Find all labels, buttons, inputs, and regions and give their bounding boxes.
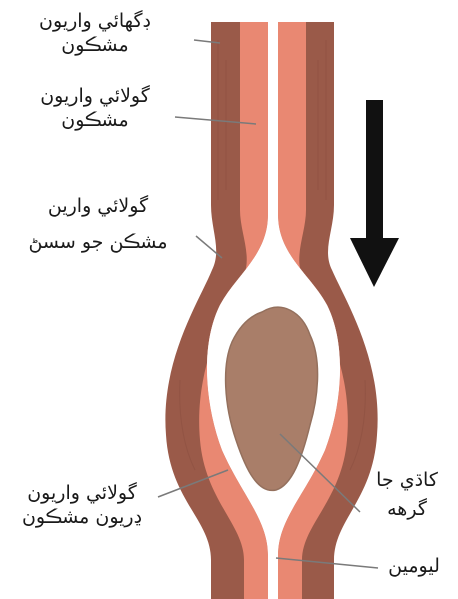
label-circular-relaxed-line2: ڍريون مشڪون bbox=[2, 506, 162, 530]
label-circular-contracted-line2: مشڪن جو سسڻ bbox=[8, 224, 188, 260]
label-circular-relaxed: گولائي واريون ڍريون مشڪون bbox=[2, 482, 162, 530]
label-circular-relaxed-line1: گولائي واريون bbox=[2, 482, 162, 506]
label-longitudinal-muscles: ڊگهائي واريون مشڪون bbox=[20, 10, 170, 58]
label-circular-muscles: گولائي واريون مشڪون bbox=[20, 85, 170, 133]
label-circular-line1: گولائي واريون bbox=[20, 85, 170, 109]
label-circular-contracted-line1: گولائي وارين bbox=[8, 188, 188, 224]
label-lumen-line1: ليومين bbox=[372, 555, 456, 579]
label-longitudinal-line2: مشڪون bbox=[20, 34, 170, 58]
label-circular-contracted: گولائي وارين مشڪن جو سسڻ bbox=[8, 188, 188, 260]
label-food-bolus: کاڌي جا گرهه bbox=[362, 466, 452, 525]
label-longitudinal-line1: ڊگهائي واريون bbox=[20, 10, 170, 34]
label-food-bolus-line2: گرهه bbox=[362, 495, 452, 524]
label-food-bolus-line1: کاڌي جا bbox=[362, 466, 452, 495]
down-arrow-icon bbox=[350, 100, 399, 287]
label-circular-line2: مشڪون bbox=[20, 109, 170, 133]
label-lumen: ليومين bbox=[372, 555, 456, 579]
